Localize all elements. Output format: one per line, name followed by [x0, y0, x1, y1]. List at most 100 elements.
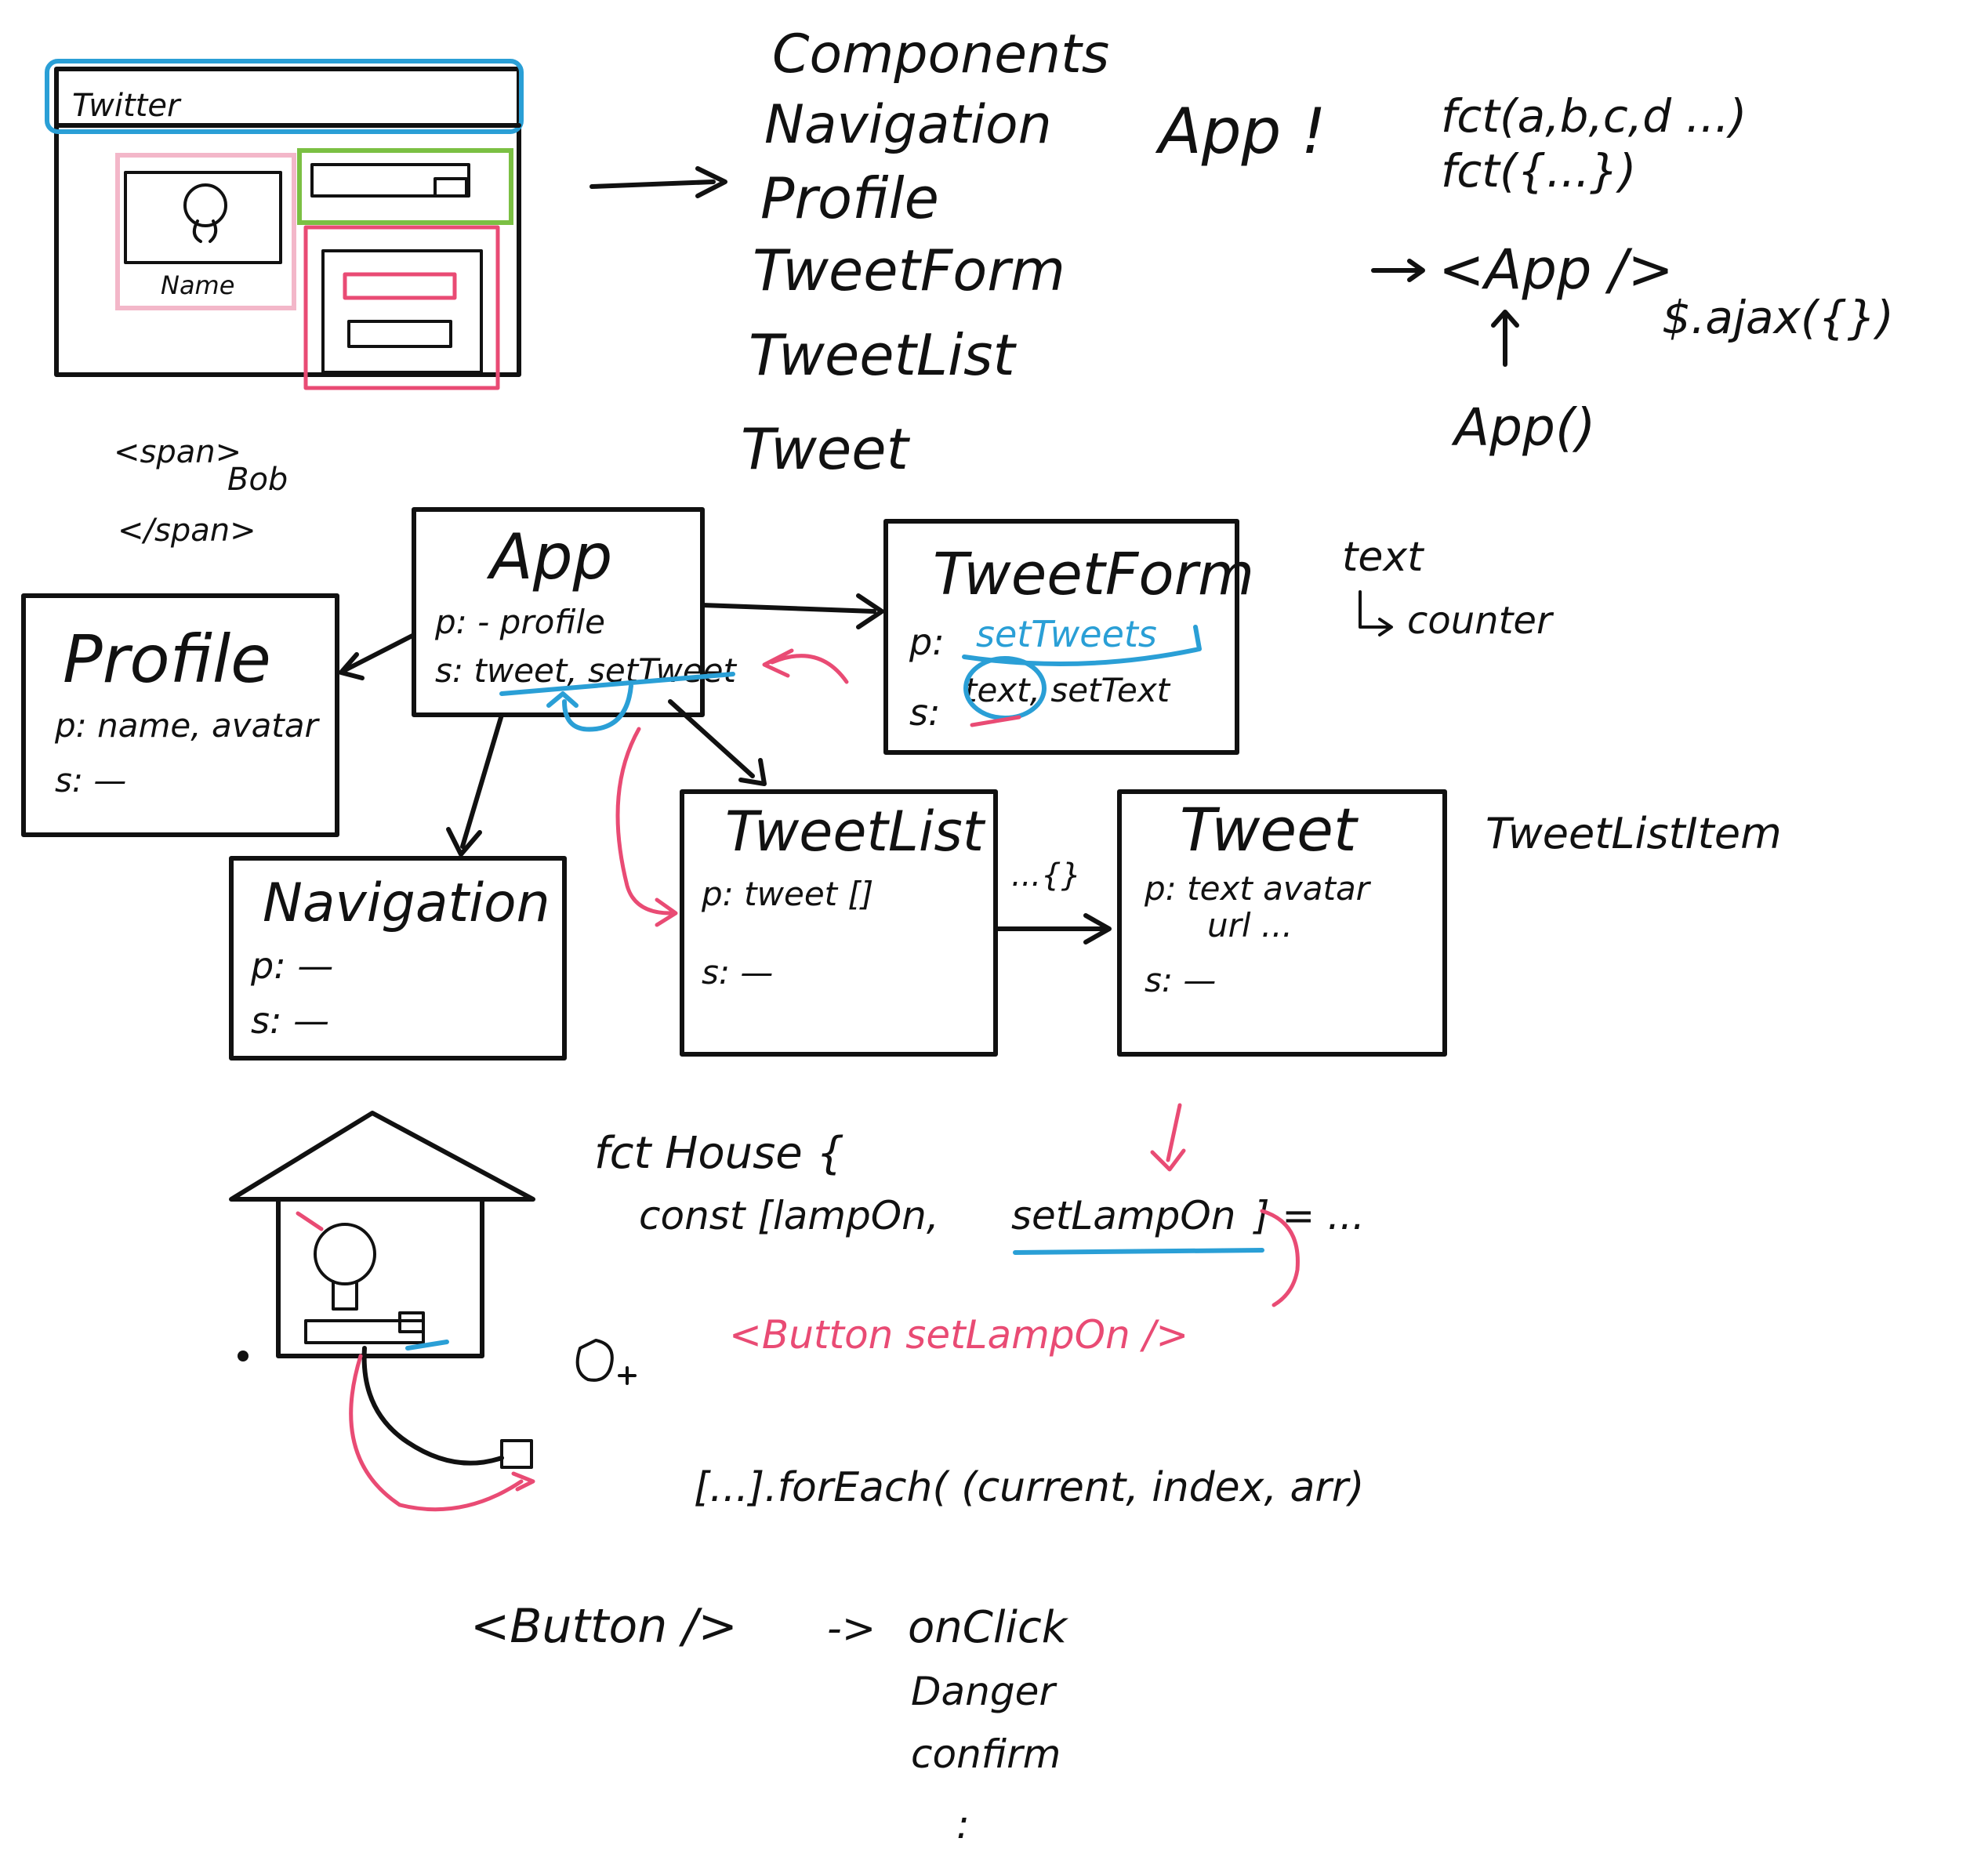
arrow-to-components — [590, 166, 727, 198]
avatar-icon — [183, 183, 227, 227]
app-box-title: App — [486, 520, 612, 593]
navigation-box: Navigation p: — s: — — [229, 856, 567, 1061]
app-exclaim: App ! — [1155, 95, 1326, 168]
wireframe-tweetform-highlight — [297, 148, 513, 225]
lightbulb-icon — [314, 1223, 376, 1285]
tweet-box: Tweet p: text avatar url ... s: — — [1117, 789, 1447, 1057]
button-props-arrow: -> — [827, 1605, 876, 1652]
components-list: Components Navigation Profile TweetForm … — [741, 24, 1109, 482]
prop-pass-arrow — [615, 727, 673, 915]
map-label: ...{} — [1011, 857, 1081, 894]
navigation-box-title: Navigation — [263, 872, 550, 934]
avatar-shoulders-icon — [192, 219, 218, 243]
arrow-icon — [511, 1471, 535, 1492]
callback-arrow — [770, 654, 849, 684]
wireframe-profile-name: Name — [161, 270, 234, 300]
down-arrow — [1166, 1103, 1182, 1162]
components-heading: Components — [772, 24, 1109, 85]
fct-signature-object: fct({...}) — [1441, 144, 1636, 198]
wireframe-avatar-frame — [124, 171, 282, 264]
wireframe-list-item-1 — [343, 272, 457, 300]
tweetform-state-value: text, setText — [964, 671, 1171, 709]
arrow-icon — [1150, 1148, 1186, 1172]
arrow-icon — [655, 897, 678, 927]
arrow-icon — [762, 648, 794, 678]
foreach-signature: [...].forEach( (current, index, arr) — [694, 1464, 1364, 1511]
light-arrow — [296, 1211, 324, 1231]
app-box-state: s: tweet, setTweet — [435, 651, 738, 690]
state-underline — [970, 715, 1021, 727]
switch-underline — [405, 1340, 449, 1351]
house-wall — [276, 1197, 484, 1358]
tweet-box-props: p: text avatar — [1144, 869, 1372, 908]
state-underline — [499, 672, 735, 696]
navigation-box-state: s: — — [251, 999, 329, 1042]
text-counter-note: text counter — [1342, 534, 1554, 643]
wireframe-submit-button — [434, 177, 468, 198]
lightbulb-base-icon — [332, 1280, 358, 1311]
wireframe-header-highlight — [45, 59, 524, 134]
house-code: fct House { const [lampOn, setLampOn ] =… — [594, 1103, 1365, 1358]
wireframe-list — [321, 249, 483, 374]
span-example: <span> Bob </span> — [114, 434, 288, 549]
tweet-box-title: Tweet — [1180, 795, 1359, 865]
arrow-icon — [738, 758, 767, 786]
span-close-tag: </span> — [118, 513, 256, 549]
arrow-icon — [446, 827, 482, 857]
tweetlist-box: TweetList p: tweet [] s: — — [680, 789, 998, 1057]
profile-box-title: Profile — [63, 621, 271, 698]
span-content: Bob — [227, 462, 288, 498]
tweetform-state-label: s: — [909, 691, 940, 734]
power-cord — [361, 1346, 504, 1466]
twitter-wireframe: Twitter Name — [45, 59, 524, 390]
wireframe-title: Twitter — [72, 88, 182, 124]
wireframe-tweetlist-highlight — [303, 225, 500, 390]
house-fct-line: fct House { — [594, 1128, 844, 1179]
tweet-list-item-note: TweetListItem — [1486, 809, 1782, 858]
plus-icon — [618, 1366, 637, 1385]
house-const-start: const [lampOn, — [639, 1193, 939, 1238]
arrow-icon — [1083, 913, 1112, 945]
arrow-icon — [1378, 618, 1393, 636]
tweetform-box: TweetForm p: setTweets s: text, setText — [883, 519, 1254, 755]
tweet-box-state: s: — — [1145, 961, 1216, 999]
setter-underline — [1013, 1248, 1264, 1255]
wireframe-profile-highlight — [115, 153, 296, 310]
profile-box-props: p: name, avatar — [54, 706, 321, 745]
text-note-label: text — [1342, 534, 1424, 581]
button-prop-more: : — [956, 1802, 970, 1847]
component-item-tweet: Tweet — [741, 416, 911, 482]
arrow-icon — [856, 593, 884, 629]
button-prop-danger: Danger — [911, 1669, 1057, 1714]
arrow-icon — [339, 652, 365, 680]
profile-box: Profile p: name, avatar s: — — [21, 593, 339, 837]
wireframe-input — [310, 163, 470, 198]
span-open-tag: <span> — [114, 434, 241, 470]
tweet-box-props-more: url ... — [1207, 906, 1293, 945]
tweetlist-box-props: p: tweet [] — [701, 875, 873, 913]
wireframe-window — [54, 67, 521, 377]
state-loop-arrow — [562, 683, 633, 732]
setter-pass-arrow — [1260, 1209, 1300, 1307]
tree-arrows: ...{} — [339, 593, 1112, 945]
house-illustration — [229, 1111, 637, 1512]
hand-icon — [575, 1339, 614, 1382]
component-item-profile: Profile — [760, 165, 939, 231]
app-box-props: p: - profile — [434, 603, 605, 641]
component-item-tweetlist: TweetList — [749, 322, 1017, 388]
navigation-box-props: p: — — [250, 945, 333, 987]
counter-note-label: counter — [1407, 599, 1554, 643]
lamp-switch-icon — [398, 1311, 425, 1333]
fct-signature-args: fct(a,b,c,d ...) — [1441, 89, 1747, 143]
tweetform-props-label: p: — [909, 621, 945, 663]
component-item-tweetform: TweetForm — [753, 237, 1065, 303]
button-props: <Button /> -> onClick Danger confirm : — [470, 1599, 1069, 1847]
tweetform-props-value: setTweets — [976, 613, 1157, 655]
arrow-icon — [1407, 259, 1425, 282]
button-prop-confirm: confirm — [911, 1731, 1061, 1777]
house-setter: setLampOn — [1011, 1193, 1235, 1238]
app-notes: App ! fct(a,b,c,d ...) fct({...}) <App /… — [1155, 89, 1894, 458]
arrow-icon — [546, 691, 579, 708]
dot — [238, 1351, 248, 1361]
tweetlist-box-state: s: — — [702, 953, 773, 992]
